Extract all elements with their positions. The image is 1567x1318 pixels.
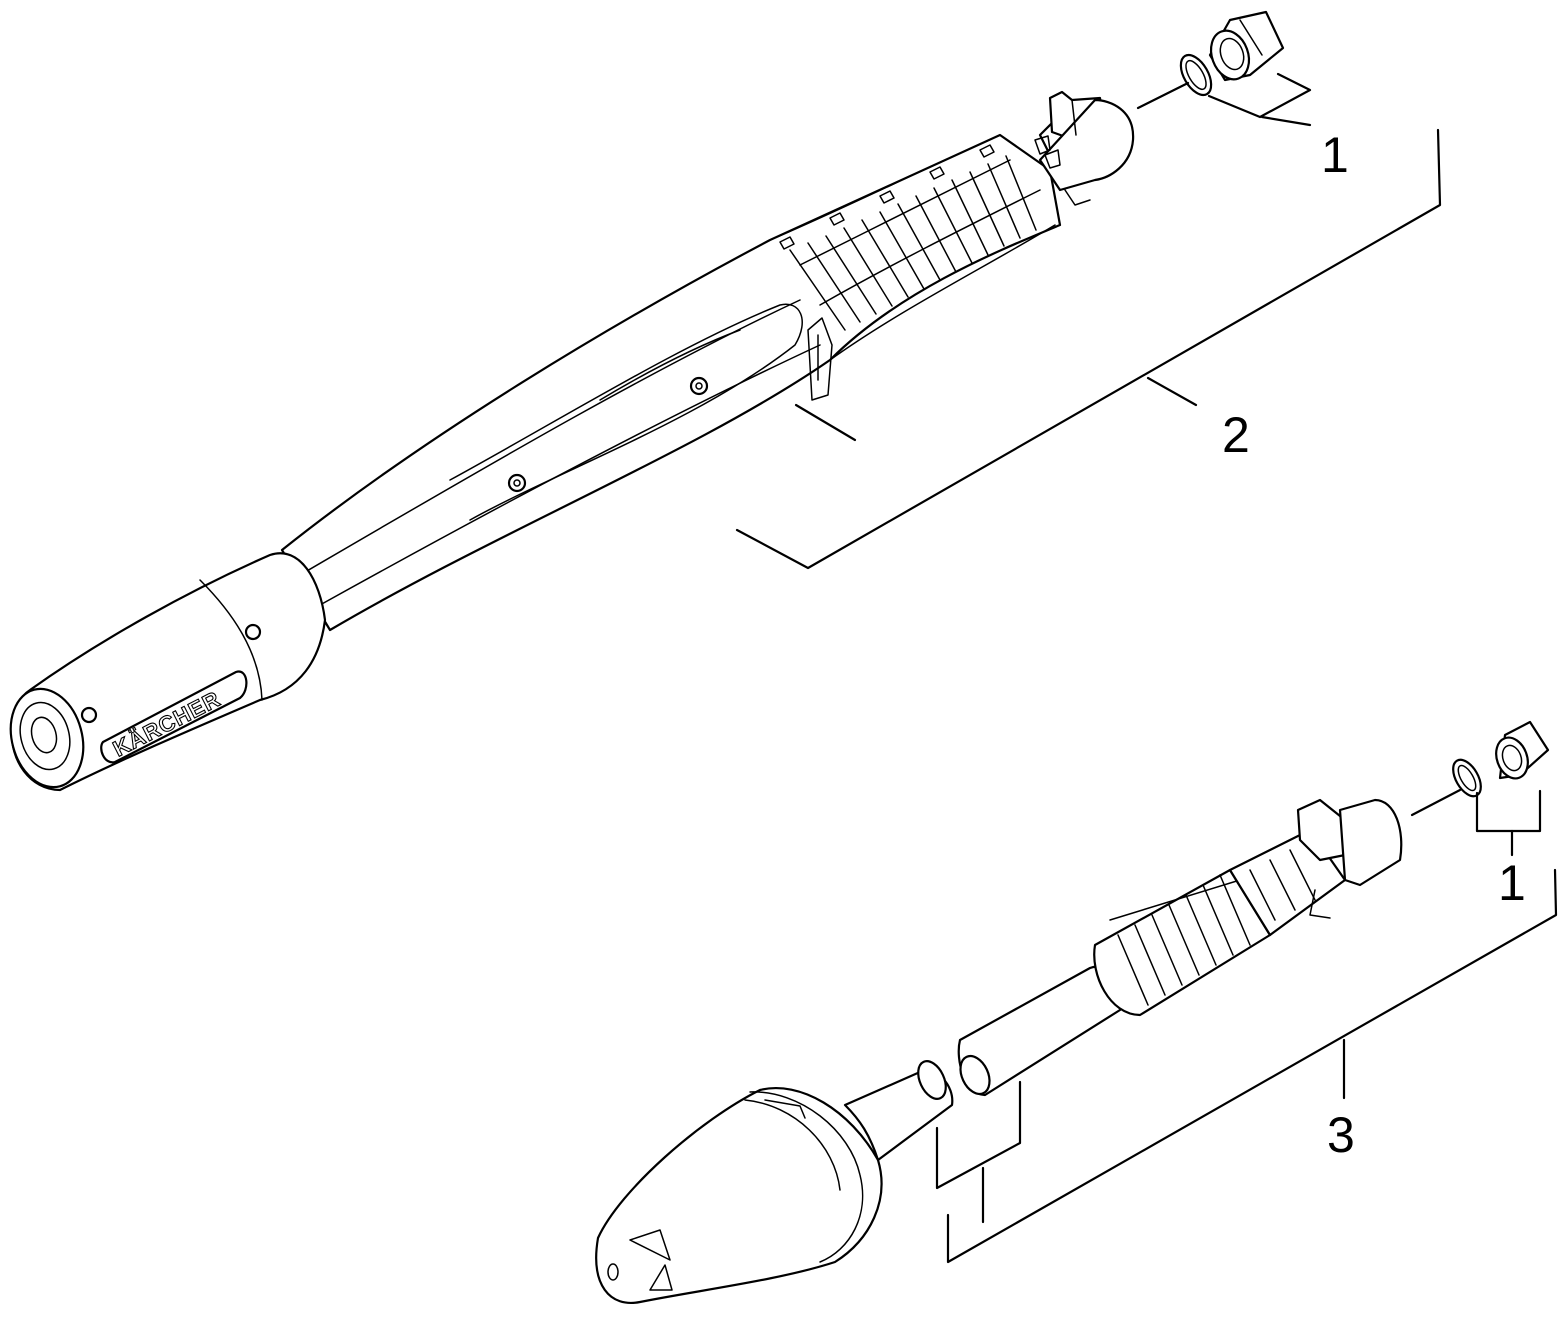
callout-1-lower: 1	[1498, 855, 1526, 911]
callout-2: 2	[1222, 407, 1250, 463]
lower-connector-parts	[1410, 720, 1550, 857]
spray-lance: KÄRCHER	[9, 90, 1135, 792]
callout-1-upper: 1	[1321, 127, 1349, 183]
callout-3: 3	[1327, 1107, 1355, 1163]
upper-connector-parts	[1136, 10, 1312, 127]
rotary-nozzle-lance	[595, 798, 1403, 1305]
rotary-nozzle-bracket	[935, 868, 1558, 1264]
spray-lance-bracket	[735, 128, 1442, 570]
